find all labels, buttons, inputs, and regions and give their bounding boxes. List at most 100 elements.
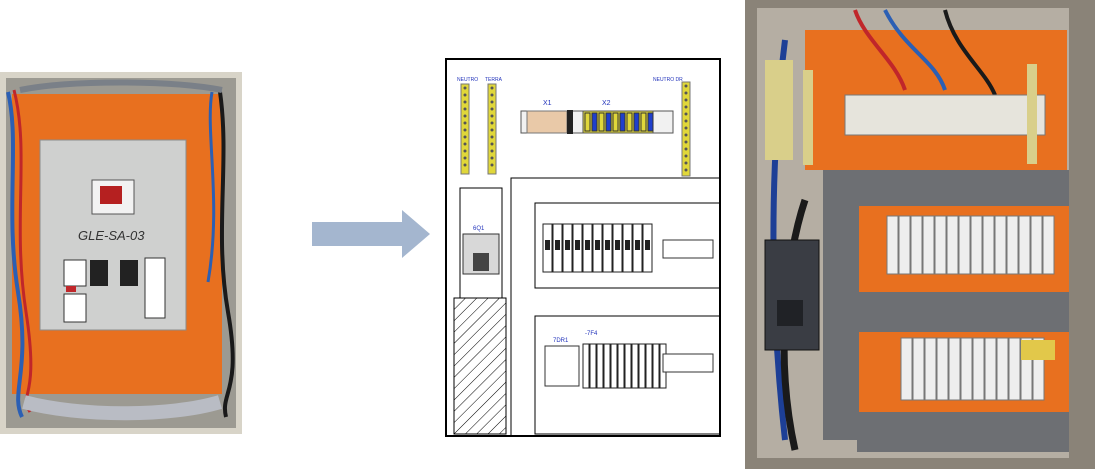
busbar-hole	[684, 140, 688, 144]
breaker	[900, 337, 913, 401]
breaker	[972, 337, 985, 401]
breaker	[1042, 215, 1055, 275]
breaker	[610, 343, 618, 389]
old-handwritten-label: GLE-SA-03	[78, 228, 145, 243]
breaker-toggle	[565, 240, 570, 250]
terminal-block	[598, 112, 605, 132]
breaker	[898, 215, 911, 275]
breaker-toggle	[555, 240, 560, 250]
busbar-hole	[463, 107, 467, 111]
busbar-hole	[490, 86, 494, 90]
busbar-hole	[490, 107, 494, 111]
breaker-toggle	[635, 240, 640, 250]
compartment-frame	[510, 177, 721, 437]
busbar-hole	[684, 119, 688, 123]
busbar-hole	[463, 128, 467, 132]
breaker	[1020, 337, 1033, 401]
upper-breaker-row	[534, 202, 721, 289]
breaker	[645, 343, 653, 389]
breaker	[652, 343, 660, 389]
breaker	[984, 337, 997, 401]
upper-breakers	[542, 223, 653, 273]
breaker	[1008, 337, 1021, 401]
busbar-hole	[490, 114, 494, 118]
breaker	[960, 337, 973, 401]
breaker-toggle	[615, 240, 620, 250]
new-cable-duct-left	[823, 170, 859, 440]
breaker-toggle	[645, 240, 650, 250]
busbar-hole	[490, 128, 494, 132]
new-upper-breakers	[886, 215, 1055, 275]
busbar-hole	[684, 112, 688, 116]
breaker	[924, 337, 937, 401]
breaker	[886, 215, 899, 275]
breaker	[936, 337, 949, 401]
terminal-block	[647, 112, 654, 132]
breaker	[1030, 215, 1043, 275]
old-breakers	[63, 257, 166, 323]
breaker	[1018, 215, 1031, 275]
busbar-hole	[490, 93, 494, 97]
lower-breakers	[582, 343, 667, 389]
breaker	[596, 343, 604, 389]
breaker	[970, 215, 983, 275]
breaker	[624, 343, 632, 389]
terminal-block	[584, 112, 591, 132]
busbar-hole	[463, 156, 467, 160]
breaker-toggle	[595, 240, 600, 250]
lower-breaker-row	[534, 315, 721, 435]
terminal-block	[605, 112, 612, 132]
busbar-hole	[463, 142, 467, 146]
terminal-rail	[520, 110, 674, 134]
breaker	[603, 343, 611, 389]
busbar-hole	[684, 147, 688, 151]
breaker	[958, 215, 971, 275]
new-lower-breakers	[900, 337, 1045, 401]
breaker-toggle	[605, 240, 610, 250]
breaker-toggle	[575, 240, 580, 250]
terminal-block	[640, 112, 647, 132]
hatched-cable-duct	[453, 297, 507, 435]
new-terminal-row	[844, 94, 1046, 136]
breaker	[617, 343, 625, 389]
busbar-hole	[684, 91, 688, 95]
busbar-hole	[684, 98, 688, 102]
breaker	[1032, 337, 1045, 401]
busbar-hole	[490, 121, 494, 125]
busbar-hole	[684, 133, 688, 137]
rcd-7dr1	[544, 345, 580, 387]
busbar-hole	[490, 135, 494, 139]
breaker	[631, 343, 639, 389]
busbar-hole	[463, 93, 467, 97]
breaker	[912, 337, 925, 401]
label-x1: X1	[543, 100, 552, 107]
breaker	[996, 337, 1009, 401]
breaker	[910, 215, 923, 275]
label-terra: TERRA	[485, 77, 503, 83]
new-cable-duct-middle	[857, 292, 1069, 332]
busbar-hole	[463, 163, 467, 167]
busbar-hole	[490, 163, 494, 167]
terminal-block	[633, 112, 640, 132]
breaker-toggle	[585, 240, 590, 250]
busbar-hole	[463, 86, 467, 90]
breaker	[934, 215, 947, 275]
breaker	[994, 215, 1007, 275]
busbar-hole	[463, 100, 467, 104]
panel-layout-diagram: NEUTRO TERRA NEUTRO DR X1 X2 6Q1 7DR1 -7…	[445, 58, 721, 437]
new-panel-photo	[745, 0, 1095, 469]
busbar-hole	[490, 156, 494, 160]
terminal-block	[612, 112, 619, 132]
terminal-block	[626, 112, 633, 132]
busbar-hole	[490, 100, 494, 104]
breaker	[982, 215, 995, 275]
old-panel-photo: GLE-SA-03	[0, 72, 242, 434]
busbar-hole	[463, 114, 467, 118]
busbar-holes	[463, 84, 688, 172]
terminal-block	[619, 112, 626, 132]
busbar-hole	[684, 168, 688, 172]
label-7f4: -7F4	[585, 331, 598, 337]
new-cable-duct-upper	[823, 170, 1069, 206]
terminal-block	[591, 112, 598, 132]
busbar-hole	[684, 154, 688, 158]
